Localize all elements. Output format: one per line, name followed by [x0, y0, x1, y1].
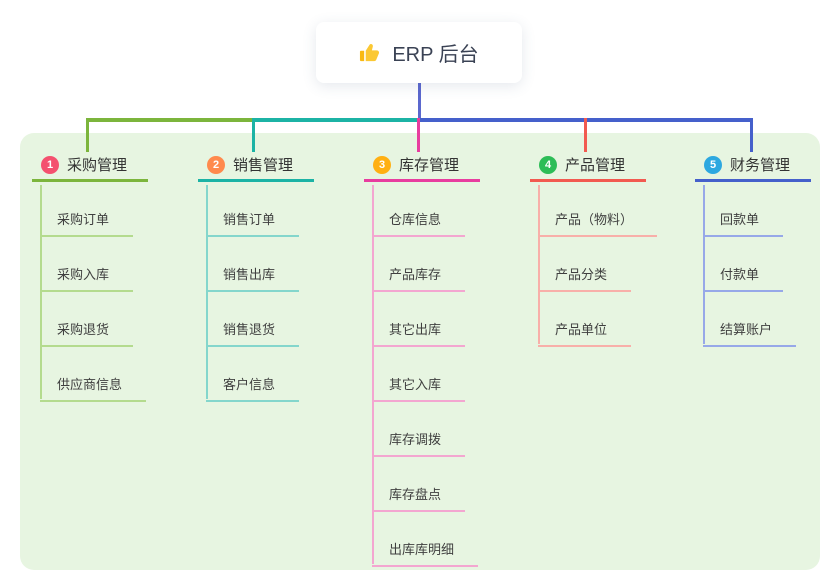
child-label[interactable]: 客户信息	[206, 374, 300, 402]
branch-node-sales[interactable]: 2 销售管理	[198, 150, 314, 182]
child-node[interactable]: 其它出库	[372, 292, 480, 347]
drop-line-finance	[749, 118, 753, 152]
branch-number-badge: 3	[373, 155, 391, 174]
child-label[interactable]: 其它入库	[372, 374, 466, 402]
child-label[interactable]: 产品单位	[538, 319, 632, 347]
branch-node-purchase[interactable]: 1 采购管理	[32, 150, 148, 182]
child-node[interactable]: 回款单	[703, 182, 811, 237]
child-node[interactable]: 付款单	[703, 237, 811, 292]
child-node[interactable]: 产品（物料）	[538, 182, 658, 237]
root-title: ERP 后台	[392, 44, 479, 66]
child-label[interactable]: 其它出库	[372, 319, 466, 347]
root-connector-line	[417, 83, 421, 119]
child-node[interactable]: 销售订单	[206, 182, 314, 237]
child-label[interactable]: 销售退货	[206, 319, 300, 347]
child-label[interactable]: 销售出库	[206, 264, 300, 292]
child-node[interactable]: 产品分类	[538, 237, 646, 292]
child-node[interactable]: 库存盘点	[372, 457, 480, 512]
branch-node-inventory[interactable]: 3 库存管理	[364, 150, 480, 182]
child-node[interactable]: 采购订单	[40, 182, 148, 237]
drop-line-inventory	[416, 118, 420, 152]
branch-column-inventory: 3 库存管理 仓库信息 产品库存 其它出库 其它入库 库存调拨 库存盘点 出库库…	[364, 150, 480, 567]
child-label[interactable]: 回款单	[703, 209, 784, 237]
child-label[interactable]: 采购入库	[40, 264, 134, 292]
branch-title: 销售管理	[233, 157, 294, 174]
child-label[interactable]: 采购订单	[40, 209, 134, 237]
branch-children-line	[538, 185, 540, 344]
child-node[interactable]: 其它入库	[372, 347, 480, 402]
child-label[interactable]: 销售订单	[206, 209, 300, 237]
branch-column-sales: 2 销售管理 销售订单 销售出库 销售退货 客户信息	[198, 150, 314, 402]
branch-number-badge: 4	[539, 155, 557, 174]
child-node[interactable]: 结算账户	[703, 292, 811, 347]
child-node[interactable]: 销售退货	[206, 292, 314, 347]
drop-line-product	[583, 118, 587, 152]
branch-children-line	[206, 185, 208, 399]
branch-number-badge: 1	[41, 155, 59, 174]
child-node[interactable]: 出库库明细	[372, 512, 480, 567]
bus-line-purchase	[87, 118, 255, 122]
branch-number-badge: 2	[207, 155, 225, 174]
child-label[interactable]: 供应商信息	[40, 374, 147, 402]
bus-line-sales	[253, 118, 419, 122]
branch-column-purchase: 1 采购管理 采购订单 采购入库 采购退货 供应商信息	[32, 150, 148, 402]
branch-number-badge: 5	[704, 155, 722, 174]
child-label[interactable]: 产品（物料）	[538, 209, 658, 237]
branch-title: 产品管理	[565, 157, 626, 174]
drop-line-sales	[251, 118, 255, 152]
child-label[interactable]: 库存调拨	[372, 429, 466, 457]
branch-node-product[interactable]: 4 产品管理	[530, 150, 646, 182]
child-label[interactable]: 库存盘点	[372, 484, 466, 512]
branch-children-line	[40, 185, 42, 399]
child-node[interactable]: 供应商信息	[40, 347, 148, 402]
child-label[interactable]: 采购退货	[40, 319, 134, 347]
thumbs-up-icon	[359, 41, 382, 64]
child-label[interactable]: 结算账户	[703, 319, 797, 347]
child-node[interactable]: 采购入库	[40, 237, 148, 292]
branch-column-product: 4 产品管理 产品（物料） 产品分类 产品单位	[530, 150, 658, 347]
drop-line-purchase	[85, 118, 89, 152]
child-node[interactable]: 仓库信息	[372, 182, 480, 237]
child-label[interactable]: 仓库信息	[372, 209, 466, 237]
child-node[interactable]: 产品库存	[372, 237, 480, 292]
child-label[interactable]: 产品库存	[372, 264, 466, 292]
child-label[interactable]: 付款单	[703, 264, 784, 292]
branch-title: 采购管理	[67, 157, 128, 174]
branch-column-finance: 5 财务管理 回款单 付款单 结算账户	[695, 150, 811, 347]
child-label[interactable]: 出库库明细	[372, 539, 479, 567]
branch-title: 财务管理	[730, 157, 791, 174]
child-node[interactable]: 客户信息	[206, 347, 314, 402]
branch-children-line	[372, 185, 374, 564]
child-node[interactable]: 产品单位	[538, 292, 646, 347]
branch-children-line	[703, 185, 705, 344]
child-label[interactable]: 产品分类	[538, 264, 632, 292]
root-node[interactable]: ERP 后台	[316, 22, 522, 83]
child-node[interactable]: 采购退货	[40, 292, 148, 347]
branch-title: 库存管理	[399, 157, 460, 174]
branch-background-panel	[20, 133, 820, 570]
child-node[interactable]: 库存调拨	[372, 402, 480, 457]
branch-node-finance[interactable]: 5 财务管理	[695, 150, 811, 182]
child-node[interactable]: 销售出库	[206, 237, 314, 292]
